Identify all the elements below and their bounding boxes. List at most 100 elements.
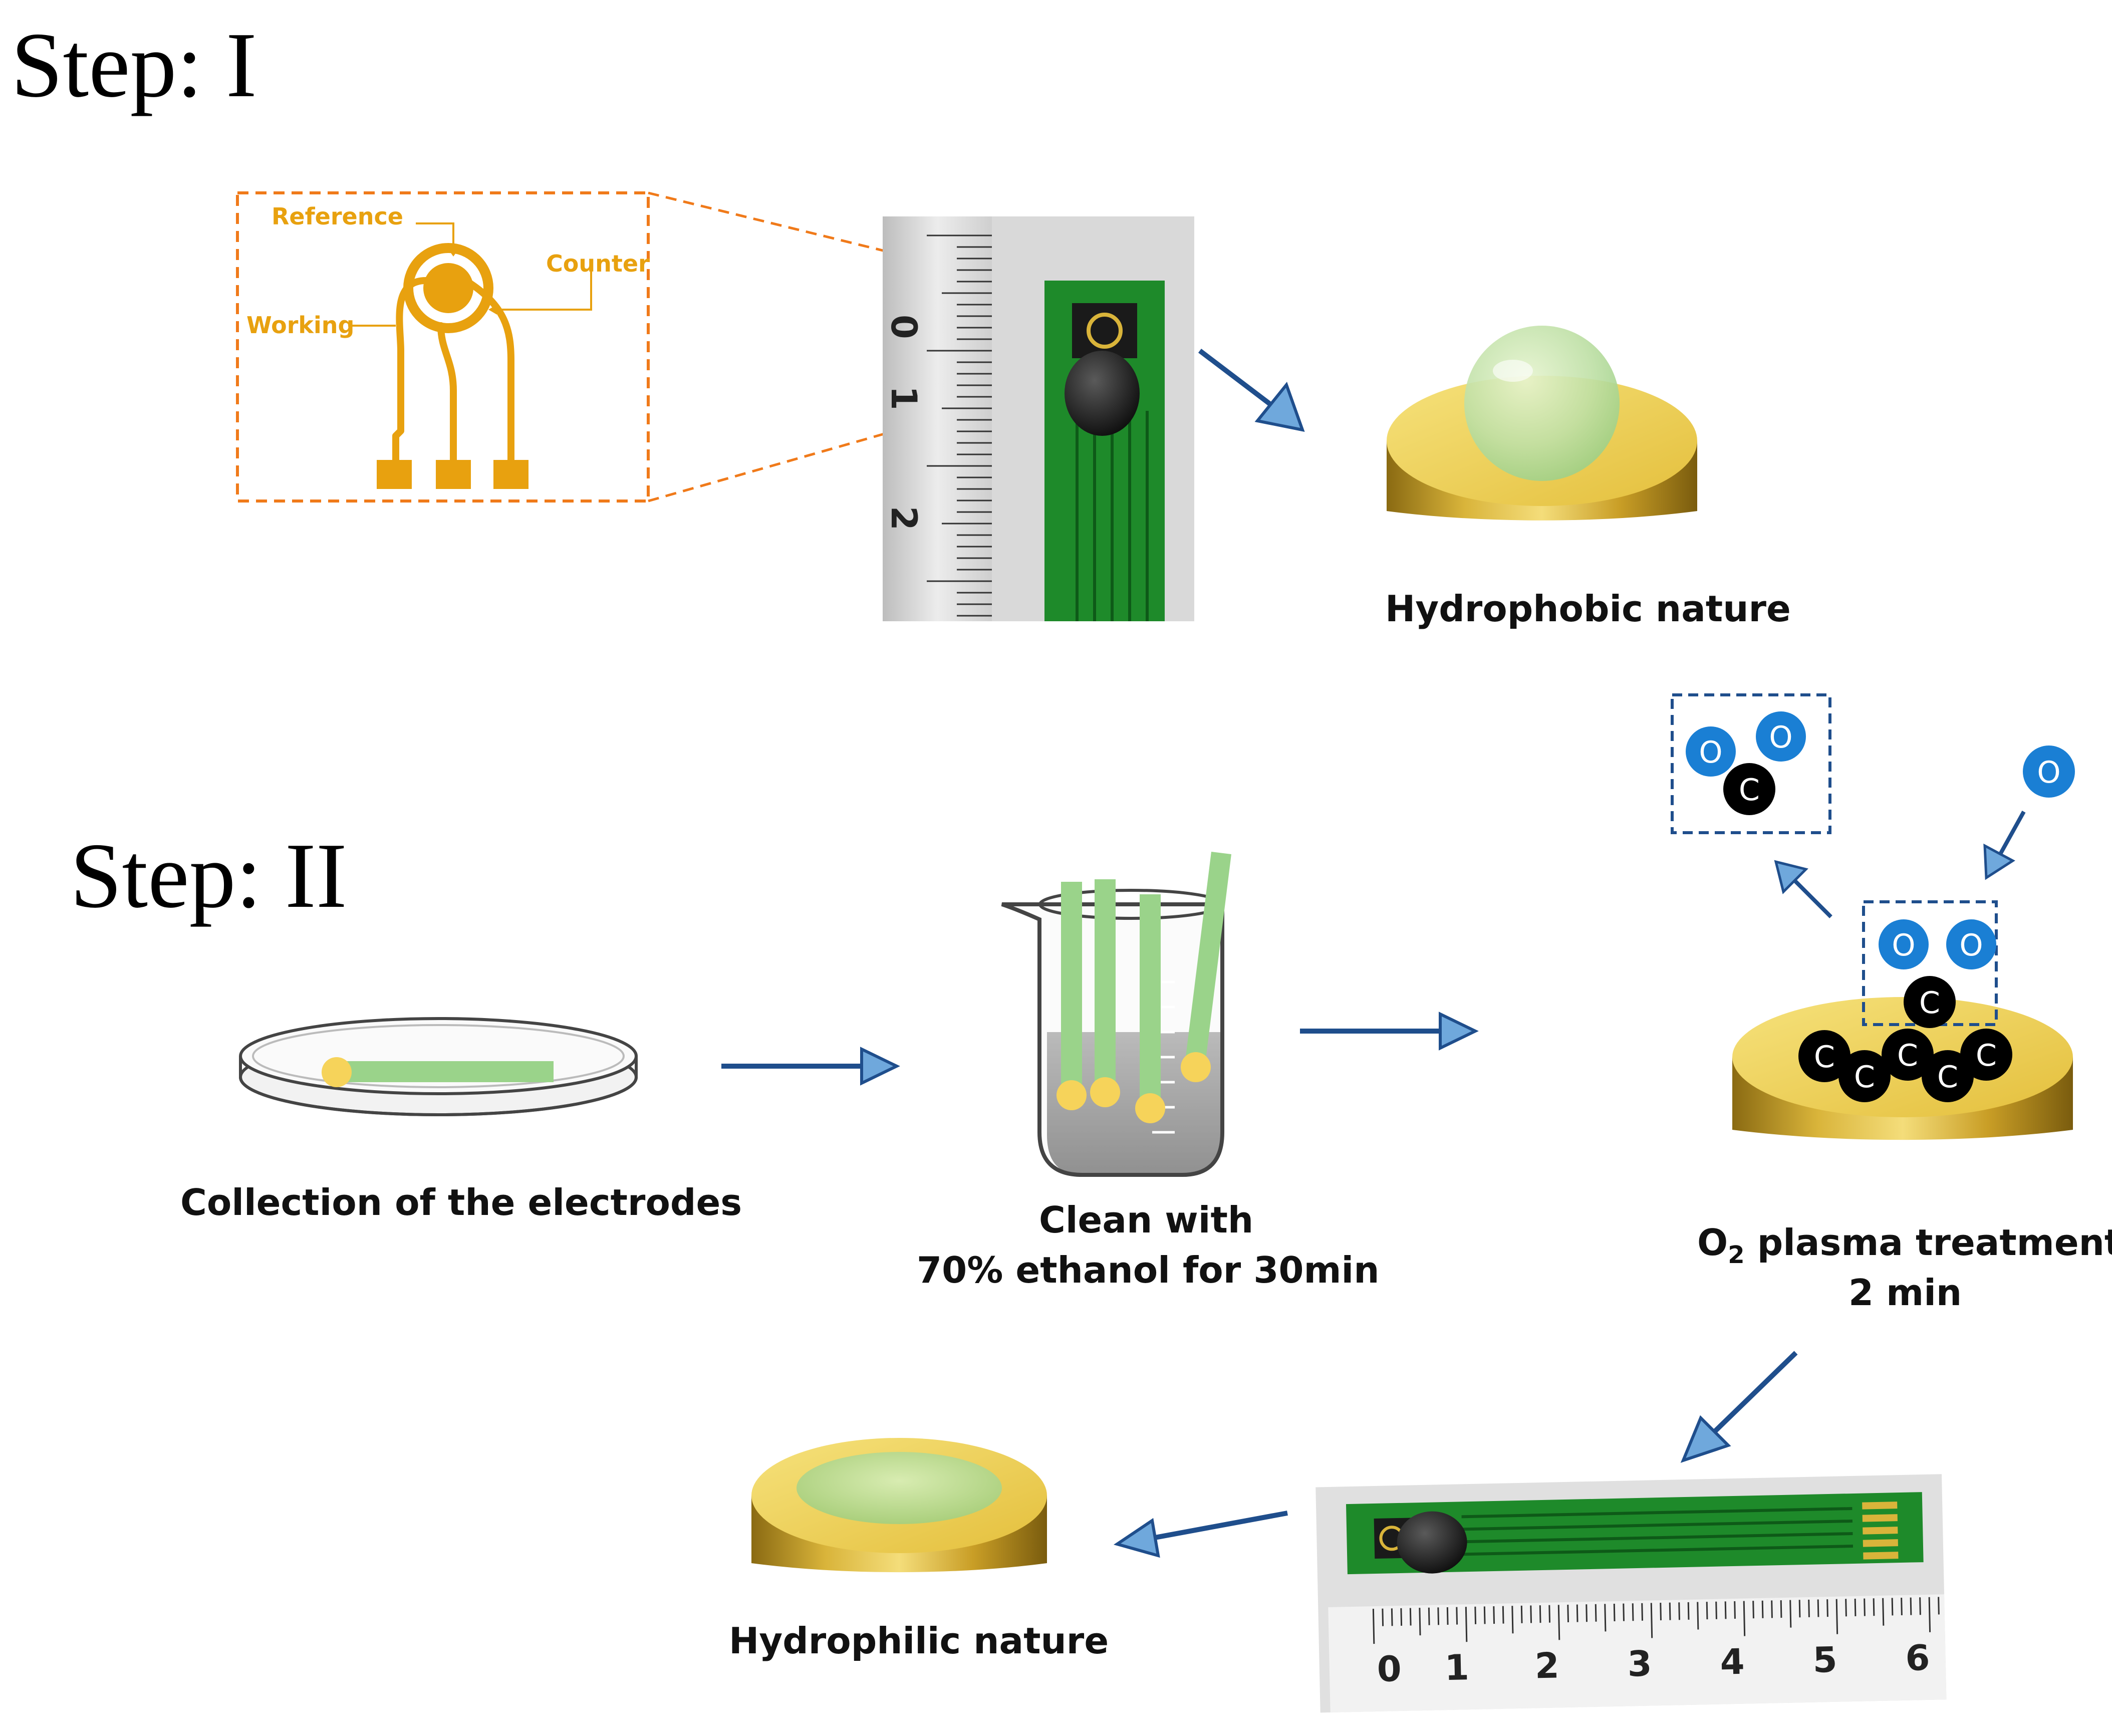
sensor-window [1072,303,1137,358]
surface-carbon-atom: C [1904,976,1956,1028]
counter-pointer-icon [488,305,497,315]
schematic-dashed-box [236,191,650,503]
carbon-atom: C [1960,1029,2012,1081]
electrode-tip-in-dish [322,1057,352,1087]
spread-water-film [797,1452,1002,1524]
petri-dish [239,1017,638,1116]
svg-text:O: O [1892,928,1915,963]
ruler-tick [1724,1601,1727,1619]
step-one-title: Step: I [11,14,257,117]
counter-label: Counter [546,250,650,277]
schematic-pad-3 [493,460,529,489]
svg-text:C: C [1919,985,1940,1021]
svg-text:C: C [1814,1040,1835,1075]
ruler-tick [1400,1608,1403,1626]
working-electrode-disc [423,263,473,313]
plasma-caption-rest: plasma treatment [1745,1221,2112,1264]
released-co2-dashed-box [1671,693,1831,834]
hydrophobic-droplet-on-sensor [1065,351,1140,436]
released-oxygen-atom: O [1756,711,1806,762]
ruler-tick [1919,1597,1921,1615]
ruler-tick [1854,1598,1857,1616]
clean-caption-line2: 70% ethanol for 30min [917,1249,1379,1291]
plasma-caption-line1: O2 plasma treatment [1697,1221,2112,1269]
horizontal-ruler-number-0: 0 [1377,1648,1402,1690]
ruler-tick [1835,1599,1838,1634]
hydrophilic-disc [751,1438,1047,1573]
ruler-tick [1789,1600,1792,1628]
ruler-tick [1687,1602,1690,1620]
carbon-atom: C [1922,1050,1974,1102]
horizontal-ruler-number-4: 4 [1720,1641,1745,1683]
vertical-ruler [883,216,992,621]
step-two-title: Step: II [70,824,347,927]
vertical-ruler-ticks [927,234,992,617]
arrow-incoming-oxygen [1983,811,2026,880]
arrow-photo-to-hydrophilic [1113,1511,1288,1558]
ruler-tick [1613,1603,1616,1622]
plasma-caption-o: O [1697,1221,1728,1264]
vertical-ruler-number-1: 1 [883,386,924,410]
electrode-schematic: Reference Counter Working [236,191,650,503]
hydrophobic-caption: Hydrophobic nature [1385,588,1791,630]
beaker-electrodes [1061,852,1231,1110]
vertical-ruler-number-0: 0 [883,315,924,339]
electrode-strip-in-dish [336,1061,554,1082]
ruler-tick [1882,1598,1885,1626]
ruler-tick [1483,1606,1486,1624]
ruler-tick [1446,1607,1449,1625]
hydrophobic-disc [1387,326,1697,521]
surface-carbon-atoms: C C C C C [1798,1029,2012,1102]
ruler-tick [1650,1603,1653,1638]
collection-caption: Collection of the electrodes [180,1181,742,1223]
schematic-leader-lines [348,222,592,327]
ruler-tick [1437,1607,1440,1625]
svg-text:C: C [1854,1060,1875,1095]
arrow-to-hydrophobic [1198,349,1305,432]
horizontal-ruler-number-3: 3 [1627,1643,1652,1684]
ruler-tick [1752,1601,1754,1619]
carbon-atom: C [1798,1030,1851,1082]
ruler-tick [1761,1600,1764,1618]
svg-text:C: C [1976,1038,1997,1073]
carbon-atom: C [1882,1029,1934,1081]
ruler-tick [1604,1604,1607,1632]
ruler-tick [1928,1597,1931,1632]
svg-text:C: C [1937,1060,1958,1095]
ruler-tick [1409,1608,1412,1626]
horizontal-sensor-droplet [1397,1511,1467,1574]
electrode-photo-horizontal: 0 1 2 3 4 5 6 [1315,1474,1947,1713]
horizontal-ruler-number-6: 6 [1905,1637,1930,1679]
ruler-tick [1474,1606,1477,1624]
clean-caption-line1: Clean with [1039,1199,1253,1241]
released-oxygen-atom: O [1686,726,1736,777]
arrow-release-co2 [1774,860,1832,918]
ruler-tick [1557,1605,1560,1640]
horizontal-ruler-number-5: 5 [1812,1639,1837,1681]
ruler-tick [1715,1601,1717,1619]
ruler-tick [1511,1606,1514,1634]
svg-text:C: C [1739,773,1760,808]
ruler-tick [1520,1605,1523,1623]
vertical-ruler-number-2: 2 [883,506,924,531]
incoming-oxygen-atom: O [2023,746,2075,798]
horizontal-strip-contacts [1862,1502,1899,1560]
released-carbon-atom: C [1723,763,1775,815]
plasma-caption-subscript: 2 [1728,1241,1744,1269]
electrode-photo-vertical: 0 1 2 [883,216,1194,621]
ruler-tick [1641,1603,1643,1621]
horizontal-ruler-ticks [1372,1597,1940,1644]
ruler-tick [1678,1602,1680,1620]
ethanol-liquid [1047,1032,1222,1175]
working-label: Working [246,312,354,339]
ruler-tick [1798,1600,1801,1618]
schematic-pad-1 [377,460,412,489]
surface-oxygen-atom: O [1946,919,1996,969]
arrow-dish-to-beaker [721,1047,900,1086]
sensor-electrode-mini [1087,313,1123,349]
vertical-ruler-numbers: 0 1 2 [883,315,924,531]
reference-label: Reference [272,203,403,230]
ruler-tick [1372,1609,1375,1644]
carbon-atom: C [1838,1050,1891,1102]
